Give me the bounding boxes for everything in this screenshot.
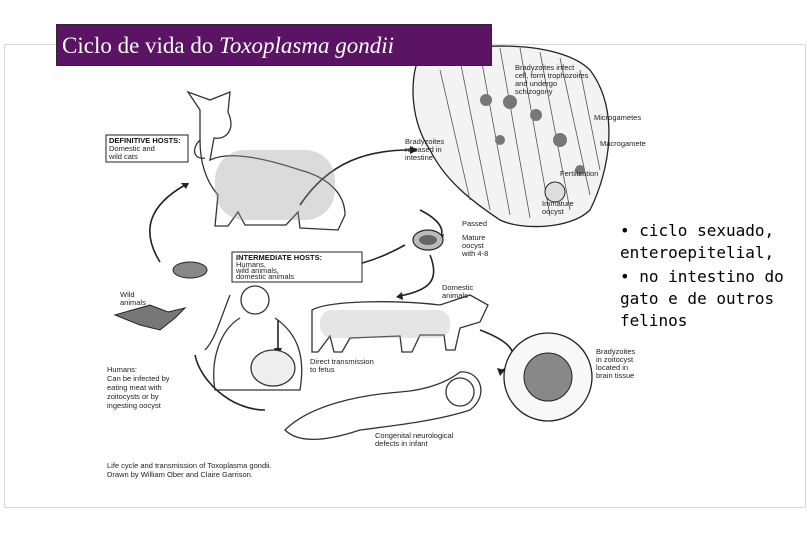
svg-text:zoitocysts or by: zoitocysts or by: [107, 392, 159, 401]
svg-text:in zoitocyst: in zoitocyst: [596, 355, 634, 364]
bird-illustration: [113, 304, 187, 331]
cat-illustration: [186, 90, 346, 231]
bullet-item: • ciclo sexuado, enteroepitelial,: [620, 221, 775, 262]
svg-text:Humans,: Humans,: [236, 260, 266, 269]
svg-text:Wild: Wild: [120, 290, 135, 299]
svg-text:domestic animals: domestic animals: [236, 272, 294, 281]
intestine-epithelium-illustration: [412, 45, 610, 228]
wild-animals-label: Wild animals: [120, 290, 146, 307]
svg-text:Drawn by William Ober and Clai: Drawn by William Ober and Claire Garriso…: [107, 470, 253, 479]
svg-text:to fetus: to fetus: [310, 365, 335, 374]
svg-text:Domestic: Domestic: [442, 283, 474, 292]
svg-text:wild animals,: wild animals,: [235, 266, 279, 275]
svg-text:and undergo: and undergo: [515, 79, 557, 88]
svg-text:animals: animals: [442, 291, 468, 300]
svg-text:eating meat with: eating meat with: [107, 383, 162, 392]
svg-text:ingesting oocyst: ingesting oocyst: [107, 401, 162, 410]
svg-text:Domestic and: Domestic and: [109, 144, 155, 153]
svg-text:Congenital neurological: Congenital neurological: [375, 431, 454, 440]
bradyzoites-brain-label: Bradyzoites in zoitocyst located in brai…: [596, 347, 635, 380]
arrow-oocyst-to-domestic: [399, 254, 435, 297]
direct-transmission-label: Direct transmission to fetus: [310, 357, 374, 374]
definitive-hosts-label: DEFINITIVE HOSTS:: [109, 136, 181, 145]
svg-text:oocyst: oocyst: [462, 241, 485, 250]
svg-text:Humans:: Humans:: [107, 365, 137, 374]
svg-text:cell, form trophozoites: cell, form trophozoites: [515, 71, 589, 80]
oocyst-illustration: [412, 229, 444, 251]
bradyzoites-released-label: Bradyzoites released in intestine: [405, 137, 444, 162]
congenital-defects-label: Congenital neurological defects in infan…: [375, 431, 454, 448]
figure-caption: Life cycle and transmission of Toxoplasm…: [107, 461, 272, 479]
arrow-cat-to-intestine: [299, 149, 411, 206]
intermediate-hosts-box: INTERMEDIATE HOSTS: Humans, wild animals…: [231, 251, 363, 283]
svg-text:with 4-8: with 4-8: [461, 249, 488, 258]
svg-text:defects in infant: defects in infant: [375, 439, 428, 448]
svg-text:Life cycle and transmission of: Life cycle and transmission of Toxoplasm…: [107, 461, 272, 470]
svg-text:Direct transmission: Direct transmission: [310, 357, 374, 366]
svg-text:Mature: Mature: [462, 233, 485, 242]
svg-text:located in: located in: [596, 363, 628, 372]
svg-text:oocyst: oocyst: [542, 207, 565, 216]
mouse-illustration: [172, 261, 208, 279]
svg-text:schizogony: schizogony: [515, 87, 553, 96]
infant-illustration: [284, 371, 482, 441]
svg-text:Immature: Immature: [542, 199, 574, 208]
intermediate-hosts-label: INTERMEDIATE HOSTS:: [236, 253, 322, 262]
immature-oocyst-label: Immature oocyst: [542, 199, 574, 216]
svg-text:intestine: intestine: [405, 153, 433, 162]
svg-text:Bradyzoites: Bradyzoites: [405, 137, 444, 146]
cow-illustration: [311, 294, 489, 353]
svg-text:Bradyzoites infect: Bradyzoites infect: [515, 63, 575, 72]
woman-illustration: [204, 285, 303, 391]
slide-title: Ciclo de vida do Toxoplasma gondii: [56, 24, 492, 66]
passed-label: Passed: [462, 219, 487, 228]
svg-text:Can be infected by: Can be infected by: [107, 374, 170, 383]
bullet-item: • no intestino do gato e de outros felin…: [620, 267, 784, 330]
fertilization-label: Fertilization: [560, 169, 598, 178]
svg-text:released in: released in: [405, 145, 442, 154]
domestic-animals-label: Domestic animals: [442, 283, 474, 300]
slide-frame: [4, 44, 806, 508]
microgametes-label: Microgametes: [594, 113, 641, 122]
arrow-mouse-to-cat: [149, 184, 186, 263]
macrogamete-label: Macrogamete: [600, 139, 646, 148]
humans-note-label: Humans: Can be infected by eating meat w…: [107, 365, 170, 410]
svg-text:wild cats: wild cats: [108, 152, 138, 161]
svg-text:animals: animals: [120, 298, 146, 307]
arrow-infant-return: [194, 354, 266, 411]
brain-cyst-illustration: [503, 332, 593, 422]
slide-title-species: Toxoplasma gondii: [219, 33, 395, 58]
definitive-hosts-box: DEFINITIVE HOSTS: Domestic and wild cats: [105, 134, 189, 163]
mature-oocyst-label: Mature oocyst with 4-8: [461, 233, 488, 258]
bullet-list: • ciclo sexuado, enteroepitelial, • no i…: [620, 220, 800, 332]
svg-text:Bradyzoites: Bradyzoites: [596, 347, 635, 356]
svg-text:brain tissue: brain tissue: [596, 371, 634, 380]
bradyzoites-infect-label: Bradyzoites infect cell, form trophozoit…: [515, 63, 589, 96]
